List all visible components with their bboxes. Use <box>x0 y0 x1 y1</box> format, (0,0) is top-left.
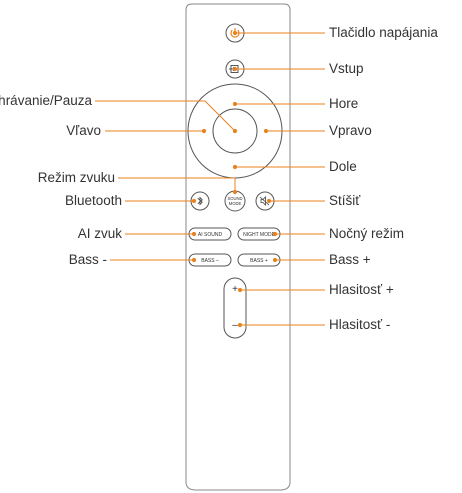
bluetooth-icon <box>197 196 203 206</box>
label-input: Vstup <box>329 61 364 76</box>
label-up: Hore <box>329 96 359 111</box>
sound-mode-text-1: SOUND <box>227 196 242 201</box>
night-mode-text: NIGHT MODE <box>243 232 276 238</box>
sound-mode-text-2: MODE <box>229 201 242 206</box>
label-play-pause: Prehrávanie/Pauza <box>0 93 92 108</box>
label-night-mode: Nočný režim <box>329 226 405 241</box>
label-left: Vľavo <box>66 123 101 138</box>
bass-minus-text: BASS – <box>201 258 219 264</box>
leader-lines <box>95 30 325 328</box>
label-volume-up: Hlasitosť + <box>329 282 394 297</box>
play-pause-button[interactable] <box>212 108 258 154</box>
label-power: Tlačidlo napájania <box>329 25 438 40</box>
bass-plus-text: BASS + <box>250 258 268 264</box>
label-sound-mode: Režim zvuku <box>37 170 115 185</box>
label-bass-minus: Bass - <box>68 252 107 267</box>
label-ai-sound: AI zvuk <box>77 226 122 241</box>
label-right: Vpravo <box>329 123 372 138</box>
label-mute: Stíšiť <box>329 193 361 208</box>
ai-sound-text: AI SOUND <box>198 232 223 238</box>
label-bass-plus: Bass + <box>329 252 371 267</box>
mute-icon <box>259 196 270 206</box>
label-down: Dole <box>329 159 357 174</box>
volume-plus-text: + <box>232 284 238 295</box>
remote-body <box>185 3 291 491</box>
volume-rocker[interactable]: + – <box>223 277 247 339</box>
label-bluetooth: Bluetooth <box>64 193 122 208</box>
label-volume-down: Hlasitosť - <box>329 317 391 332</box>
volume-minus-text: – <box>232 320 238 331</box>
